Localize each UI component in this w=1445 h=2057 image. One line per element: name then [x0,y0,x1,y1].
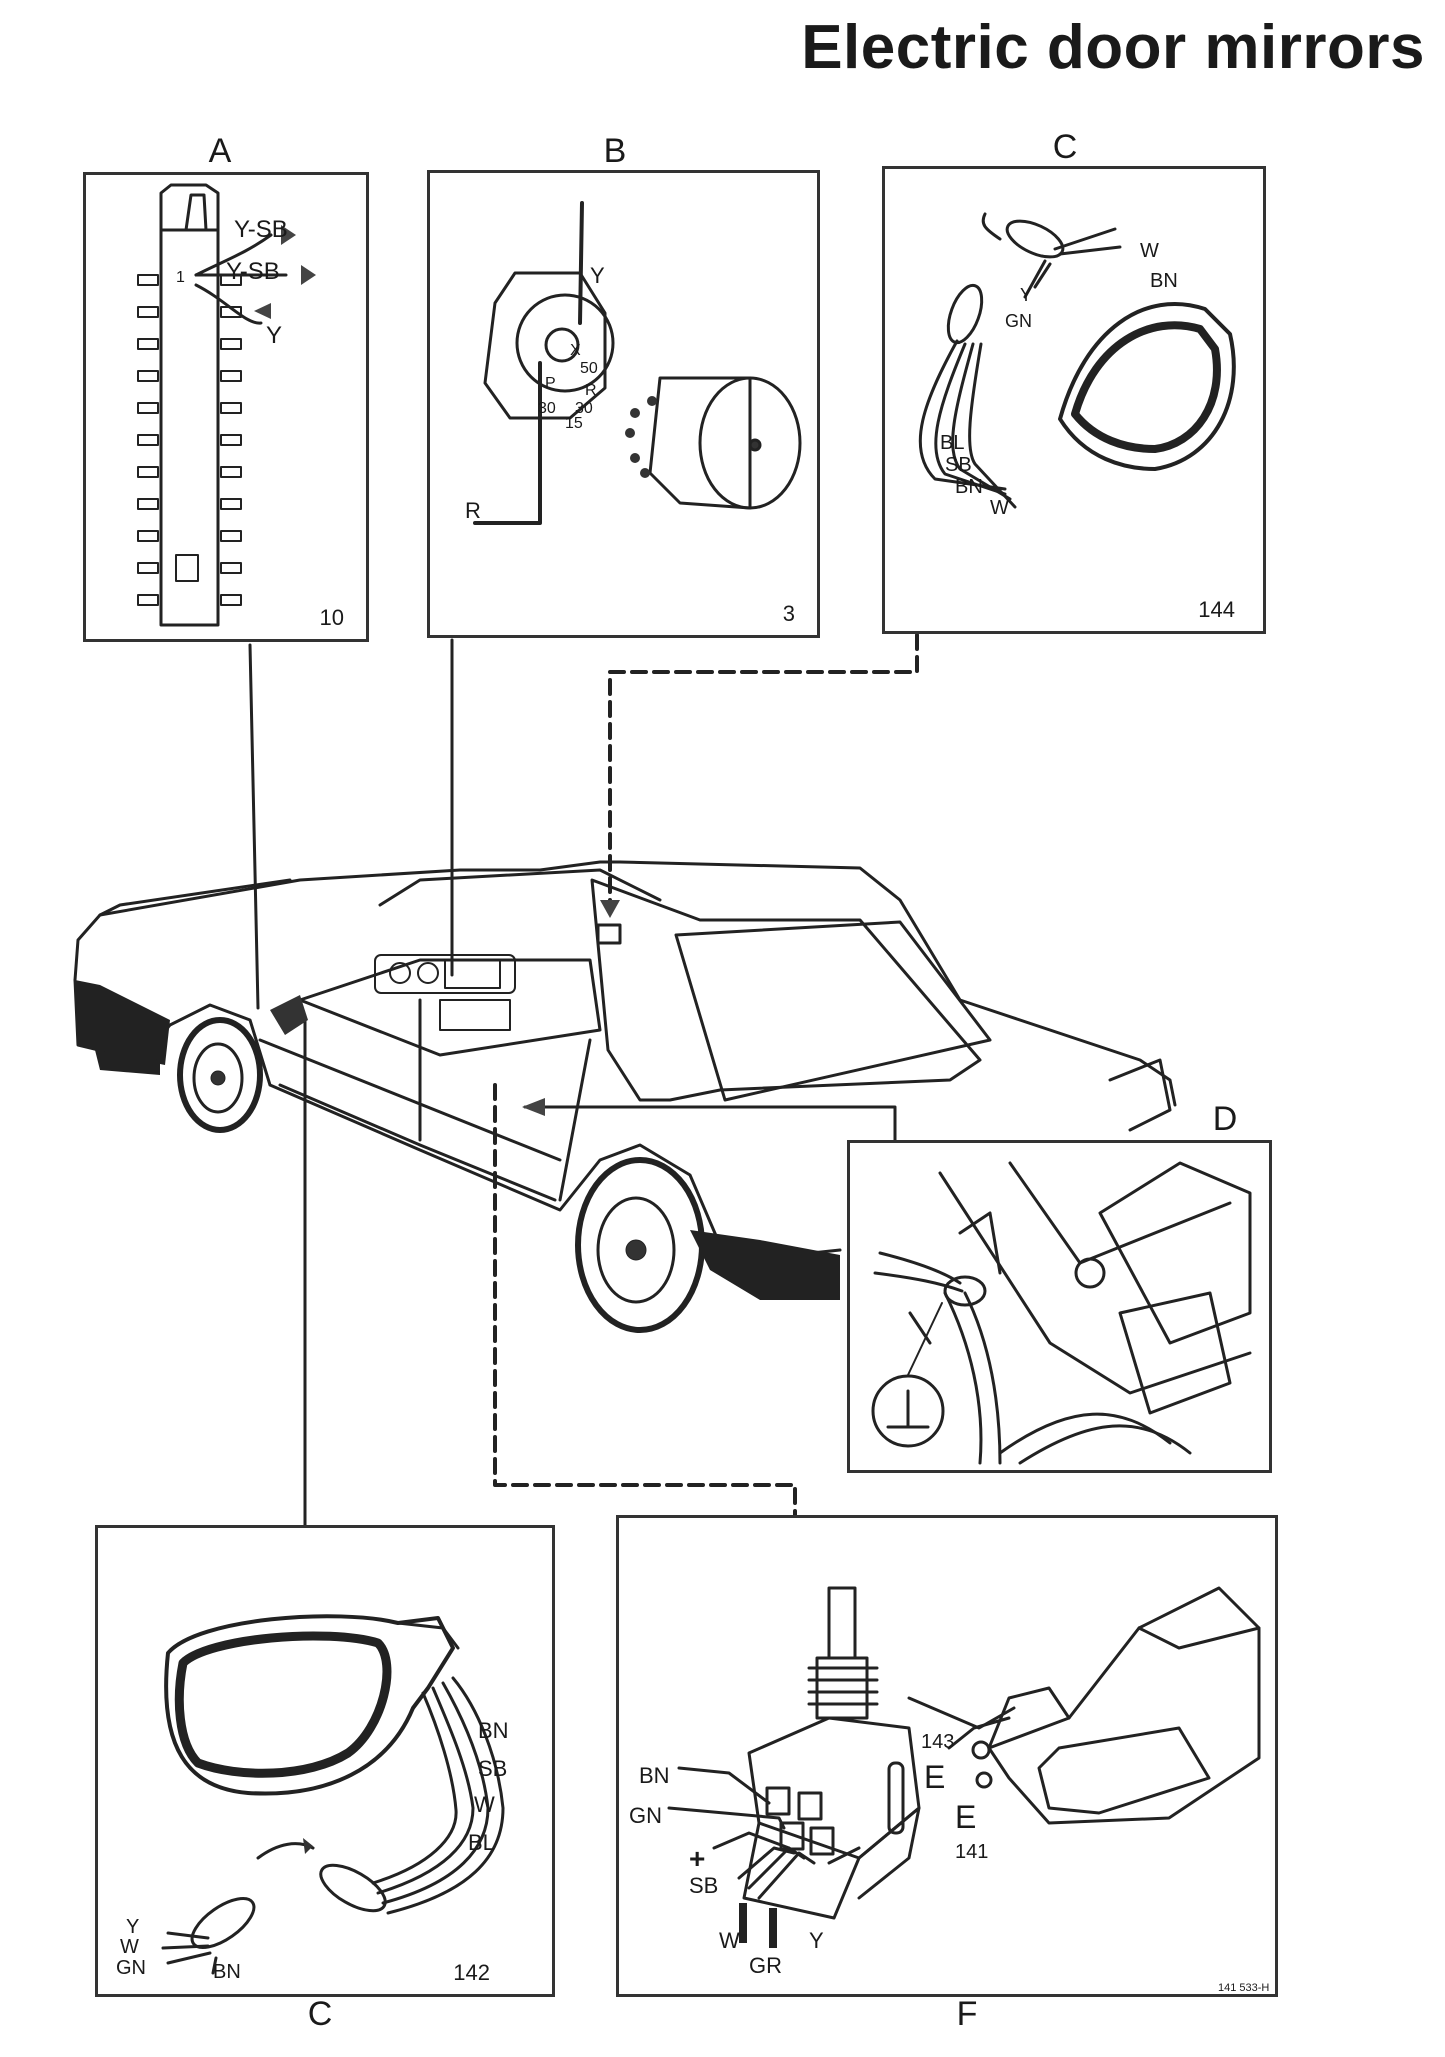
wire-label: W [1140,240,1159,262]
wire-label: BN [955,476,983,498]
terminal-label: E [955,1799,976,1835]
page-title: Electric door mirrors [801,13,1425,82]
panel-c-bottom-letter: C [307,1995,333,2033]
ground-point-drawing [871,1161,1252,1465]
wire-label: GN [1005,311,1032,331]
wire-label: BN [213,1961,241,1983]
wire-label: SB [478,1756,507,1781]
wire-label: Y [266,322,282,349]
terminal-label: 143 [921,1731,954,1753]
mirror-connector-left-drawing: BN SB W BL Y W GN BN [116,1614,509,1983]
terminal-label: 15 [565,415,583,432]
panel-a-fuse-box: 1 Y-SB Y-SB Y 10 [83,172,369,642]
wire-label: SB [689,1873,718,1898]
fuse-box-drawing: 1 Y-SB Y-SB Y [137,183,316,627]
terminal-label: R [585,382,597,399]
figure-reference: 141 533-H [1218,1982,1270,1994]
panel-number: 3 [782,601,795,626]
wire-label: GN [116,1957,146,1979]
wire-label: BN [478,1718,509,1743]
panel-a-letter: A [208,132,232,170]
wire-label: Y-SB [226,258,280,285]
mirror-connector-drawing: W BN Y GN BL SB BN W [918,212,1236,519]
panel-number: 144 [1198,597,1235,622]
wire-label: W [719,1928,740,1953]
panel-b-ignition-switch: Y R 50 X 30 P R 30 15 3 [427,170,820,638]
terminal-label: 141 [955,1841,988,1863]
wire-label: Y-SB [234,216,288,243]
pin-label: 1 [176,269,185,286]
panel-c-mirror-connector: W BN Y GN BL SB BN W 144 [882,166,1266,634]
wire-label: BL [940,432,964,454]
wire-label: BN [1150,270,1178,292]
terminal-label: X [570,342,581,359]
wire-label: Y [1020,285,1032,305]
wire-label: Y [126,1916,139,1938]
wire-label: GR [749,1953,782,1978]
panel-f-letter: F [956,1995,978,2033]
panel-d-letter: D [1212,1100,1238,1138]
wire-label: Y [809,1928,824,1953]
wire-label: BN [639,1763,670,1788]
terminal-label: 30 [575,400,593,417]
wire-label: Y [590,263,605,288]
wire-label: W [990,497,1009,519]
wire-label: SB [945,454,972,476]
panel-b-letter: B [603,132,627,170]
terminal-label: 30 [538,400,556,417]
terminal-label: E [924,1759,945,1795]
panel-number: 10 [319,605,344,630]
terminal-label: P [545,375,556,392]
wire-label: W [120,1936,139,1958]
panel-number: 142 [453,1960,490,1985]
wire-label: + [689,1843,705,1874]
terminal-label: 50 [580,360,598,377]
panel-d-ground-point [847,1140,1272,1473]
wire-label: BL [468,1830,495,1855]
panel-c-top-letter: C [1052,128,1078,166]
ignition-switch-drawing: Y R 50 X 30 P R 30 15 [465,201,802,525]
wire-label: W [474,1792,495,1817]
panel-c-mirror-connector-left: BN SB W BL Y W GN BN 142 [95,1525,555,1997]
wire-label: GN [629,1803,662,1828]
wire-label: R [465,498,481,523]
